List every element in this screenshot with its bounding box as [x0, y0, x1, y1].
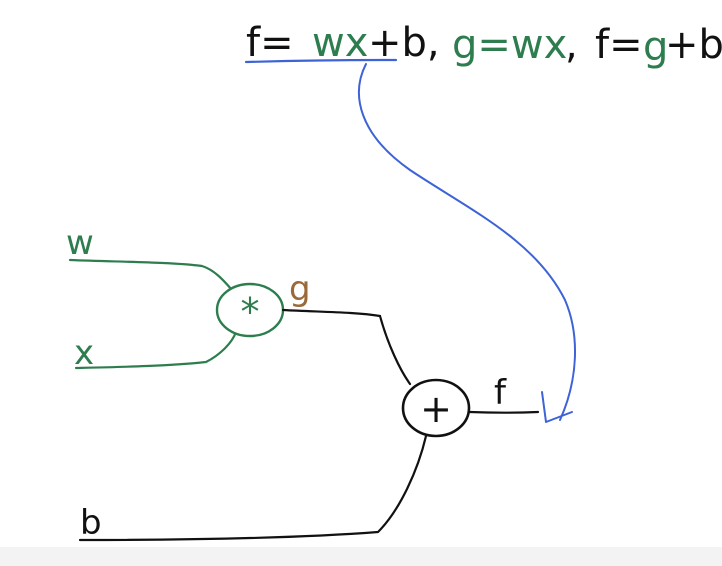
add-node-circle — [401, 378, 471, 438]
equation-part-g-eq-wx: g=wx — [452, 22, 567, 68]
blue-arrowhead — [541, 391, 573, 423]
equation-part-plus-b: +b, — [368, 20, 440, 66]
label-f: f — [494, 373, 507, 413]
wire-x — [74, 330, 238, 370]
blue-connector-arrow — [358, 63, 576, 421]
label-w: w — [66, 223, 94, 263]
equation-part-f-eq-2: f= — [595, 22, 643, 68]
add-node: + — [401, 378, 471, 438]
label-x: x — [74, 333, 94, 373]
equation-part-wx: wx — [312, 20, 368, 66]
wire-g — [281, 308, 412, 386]
bottom-strip — [0, 547, 722, 566]
equation-part-f-eq: f= — [246, 20, 294, 66]
multiply-node: * — [215, 282, 285, 338]
equation-part-comma: , — [565, 22, 578, 68]
wire-b — [78, 434, 428, 542]
label-g: g — [289, 269, 311, 309]
label-b: b — [80, 503, 102, 543]
equation-part-plus-b-2: +b — [665, 22, 722, 68]
multiply-symbol: * — [241, 290, 260, 334]
input-wires — [68, 258, 238, 370]
equation-header: f= wx +b, g=wx , f= g +b — [246, 20, 722, 70]
wire-w — [68, 258, 234, 292]
add-symbol: + — [420, 387, 452, 431]
wire-f — [468, 410, 540, 414]
equation-part-g: g — [643, 24, 668, 70]
equation-underline — [244, 58, 398, 64]
